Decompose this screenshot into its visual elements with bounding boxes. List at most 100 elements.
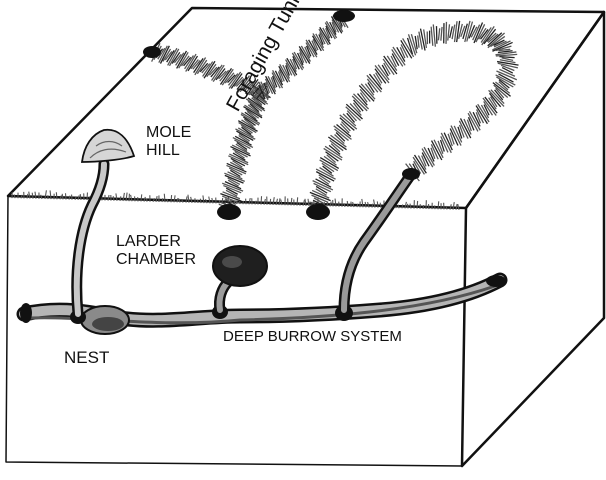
tunnel-hatch-mark <box>324 22 336 40</box>
tunnel-hatch-mark <box>413 154 427 174</box>
tunnel-hatch-mark <box>453 21 458 43</box>
surface-hole-middle <box>306 204 330 220</box>
tunnel-hatch-mark <box>227 73 239 86</box>
mole-hill-label: MOLE HILL <box>146 124 191 161</box>
grass-blade <box>254 200 257 205</box>
tunnel-hatch-mark <box>494 89 504 101</box>
tunnel-hatch-mark <box>228 71 242 89</box>
tunnel-hatch-mark <box>458 23 463 39</box>
tunnel-hatch-mark <box>496 76 514 88</box>
tunnel-hatch-mark <box>334 128 349 141</box>
tunnel-hatch-mark <box>486 32 497 43</box>
tunnel-hatch-mark <box>243 105 263 119</box>
grass-blade <box>13 194 16 199</box>
tunnel-hatch-mark <box>231 144 251 155</box>
tunnel-hatch-mark <box>366 74 382 93</box>
tunnel-hatch-mark <box>296 52 304 66</box>
larder-chamber-label-line1: LARDER <box>116 233 181 250</box>
tunnel-hatch-mark <box>430 147 436 160</box>
tunnel-hatch-mark <box>233 76 244 87</box>
grass-blade <box>211 197 214 204</box>
grass-blade <box>373 199 376 208</box>
tunnel-hatch-mark <box>325 151 339 162</box>
tunnel-hatch-mark <box>331 19 340 33</box>
tunnel-hatch-mark <box>359 92 368 103</box>
tunnel-hatch-mark <box>482 97 497 116</box>
tunnel-hatch-mark <box>239 77 252 93</box>
tunnel-hatch-mark <box>463 118 472 135</box>
tunnel-hatch-mark <box>192 59 201 70</box>
tunnel-hatch-mark <box>366 78 379 93</box>
tunnel-hatch-mark <box>392 46 406 66</box>
tunnel-hatch-mark <box>258 81 269 101</box>
tunnel-hatch-mark <box>381 64 389 77</box>
tunnel-hatch-mark <box>410 34 418 54</box>
tunnel-hatch-mark <box>263 82 269 95</box>
grass-blade <box>176 197 179 203</box>
tunnel-hatch-mark <box>315 188 327 196</box>
tunnel-hatch-mark <box>236 141 248 150</box>
tunnel-hatch-mark <box>227 74 236 84</box>
tunnel-hatch-mark <box>495 51 517 56</box>
tunnel-hatch-mark <box>206 63 217 78</box>
tunnel-hatch-mark <box>279 63 291 83</box>
tunnel-hatch-mark <box>278 65 289 83</box>
tunnel-hatch-mark <box>305 39 318 58</box>
tunnel-hatch-mark <box>414 35 418 50</box>
tunnel-hatch-mark <box>222 182 244 192</box>
tunnel-hatch-mark <box>336 123 352 137</box>
tunnel-hatch-mark <box>333 125 352 140</box>
grass-blade <box>59 195 62 200</box>
tunnel-hatch-mark <box>447 24 451 41</box>
tunnel-hatch-mark <box>453 125 463 143</box>
tunnel-hatch-mark <box>353 93 370 110</box>
tunnel-hatch-mark <box>383 62 391 75</box>
tunnel-hatch-mark <box>178 51 189 69</box>
foraging-tunnel-arch-top <box>406 20 519 81</box>
tunnel-hatch-mark <box>229 161 245 170</box>
tunnel-hatch-mark <box>319 157 340 170</box>
tunnel-hatch-mark <box>244 111 258 122</box>
tunnel-hatch-mark <box>248 91 269 105</box>
tunnel-hatch-mark <box>254 82 267 100</box>
grass-blade <box>107 194 110 201</box>
tunnel-hatch-mark <box>492 41 513 52</box>
tunnel-hatch-mark <box>315 171 335 182</box>
grass-blade <box>155 196 158 202</box>
tunnel-hatch-mark <box>483 104 490 116</box>
tunnel-hatch-mark <box>220 193 242 202</box>
tunnel-hatch-mark <box>315 33 325 49</box>
tunnel-hatch-mark <box>300 45 311 62</box>
tunnel-hatch-mark <box>241 126 252 135</box>
tunnel-hatch-mark <box>391 53 400 67</box>
tunnel-hatch-mark <box>224 181 242 190</box>
tunnel-hatch-mark <box>315 178 332 188</box>
tunnel-hatch-mark <box>475 24 486 43</box>
tunnel-hatch-mark <box>224 198 236 205</box>
tunnel-hatch-mark <box>238 133 251 142</box>
tunnel-hatch-mark <box>368 73 383 90</box>
tunnel-hatch-mark <box>236 76 248 90</box>
grass-blade <box>199 198 202 204</box>
grass-blade <box>455 203 458 210</box>
grass-blade <box>401 204 404 209</box>
tunnel-hatch-mark <box>271 72 281 89</box>
tunnel-hatch-mark <box>423 29 428 49</box>
tunnel-hatch-mark <box>226 162 247 173</box>
tunnel-hatch-mark <box>322 165 333 174</box>
tunnel-hatch-mark <box>305 45 312 57</box>
grass-blade <box>376 201 379 208</box>
tunnel-hatch-mark <box>500 64 515 72</box>
shaft-surface-hole <box>402 168 420 180</box>
tunnel-hatch-mark <box>329 139 344 152</box>
tunnel-hatch-mark <box>230 73 243 89</box>
grass-blade <box>173 195 176 203</box>
grass-blade <box>140 194 143 202</box>
tunnel-hatch-mark <box>299 52 305 63</box>
tunnel-hatch-mark <box>456 20 461 43</box>
tunnel-hatch-mark <box>467 116 475 131</box>
nest-label: NEST <box>64 348 110 367</box>
grass-blade <box>26 193 29 199</box>
grass-blade <box>334 198 337 207</box>
tunnel-hatch-mark <box>328 144 341 155</box>
